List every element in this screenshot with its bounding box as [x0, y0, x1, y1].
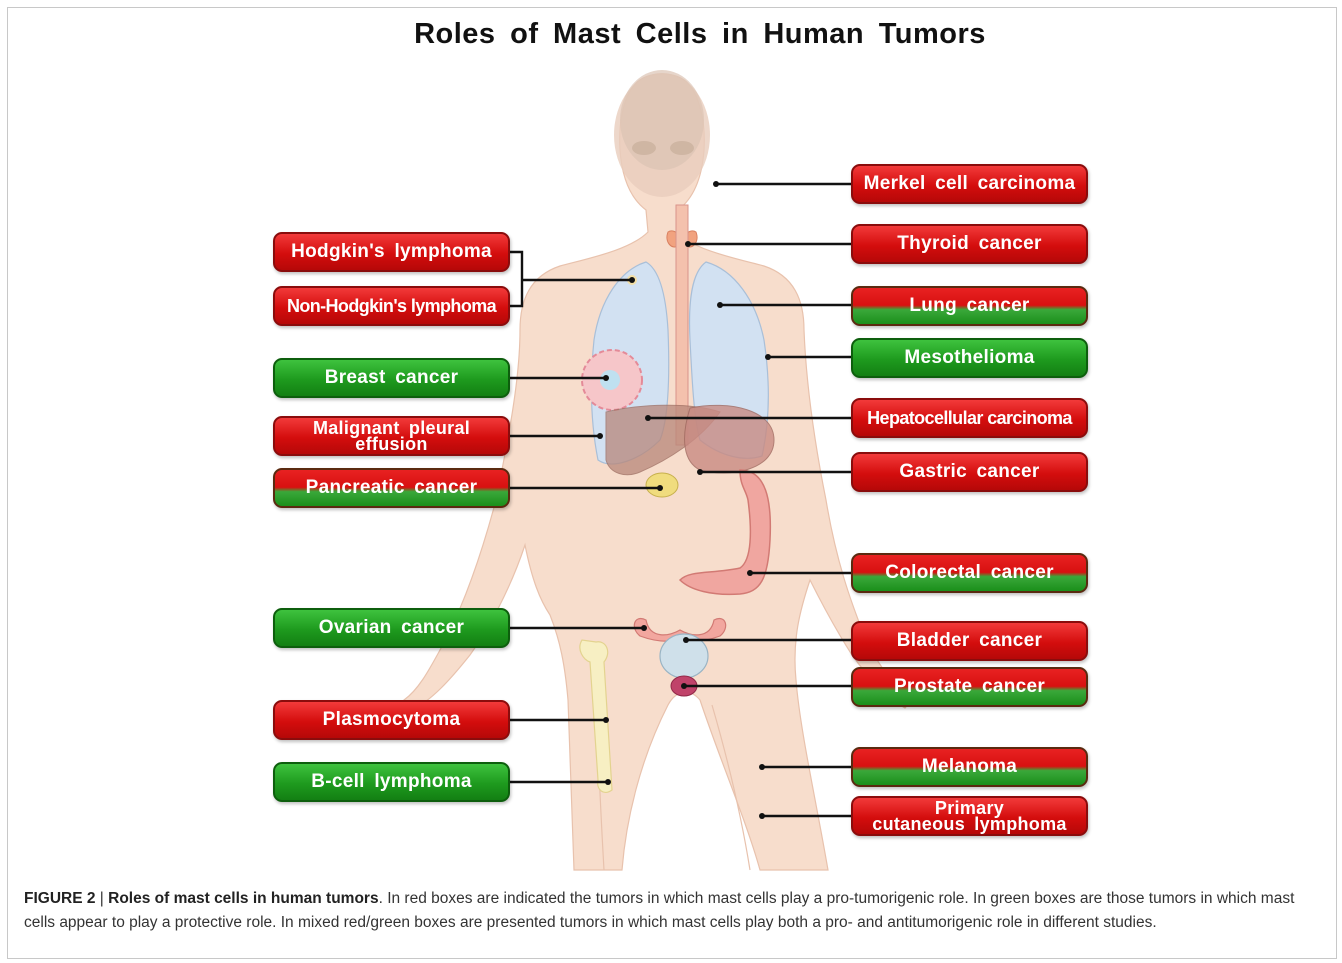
box-prostate-cancer: Prostate cancer [851, 667, 1088, 707]
box-pancreatic-cancer: Pancreatic cancer [273, 468, 510, 508]
eye-right-shade [670, 141, 694, 155]
figure-title: Roles of Mast Cells in Human Tumors [0, 18, 1342, 51]
caption-figure-label: FIGURE 2 [24, 890, 95, 907]
pancreas-organ [646, 473, 678, 497]
box-melanoma: Melanoma [851, 747, 1088, 787]
box-hepatocellular-carcinoma: Hepatocellular carcinoma [851, 398, 1088, 438]
box-breast-cancer: Breast cancer [273, 358, 510, 398]
box-malignant-pleural-effusion: Malignant pleural effusion [273, 416, 510, 456]
box-ovarian-cancer: Ovarian cancer [273, 608, 510, 648]
box-merkel-cell-carcinoma: Merkel cell carcinoma [851, 164, 1088, 204]
breast-center [600, 370, 620, 390]
anatomy-diagram [0, 0, 1342, 880]
stomach-organ [685, 405, 774, 473]
caption-separator: | [95, 890, 108, 907]
box-primary-cutaneous-lymphoma: Primary cutaneous lymphoma [851, 796, 1088, 836]
figure-caption: FIGURE 2 | Roles of mast cells in human … [24, 887, 1319, 935]
eye-left-shade [632, 141, 656, 155]
box-b-cell-lymphoma: B-cell lymphoma [273, 762, 510, 802]
box-non-hodgkins-lymphoma: Non-Hodgkin's lymphoma [273, 286, 510, 326]
box-mesothelioma: Mesothelioma [851, 338, 1088, 378]
caption-heading: Roles of mast cells in human tumors [108, 890, 378, 907]
box-plasmocytoma: Plasmocytoma [273, 700, 510, 740]
connector-lymphoma-bracket [510, 252, 522, 306]
box-lung-cancer: Lung cancer [851, 286, 1088, 326]
box-colorectal-cancer: Colorectal cancer [851, 553, 1088, 593]
box-gastric-cancer: Gastric cancer [851, 452, 1088, 492]
skull-shade [620, 70, 704, 170]
box-thyroid-cancer: Thyroid cancer [851, 224, 1088, 264]
box-hodgkins-lymphoma: Hodgkin's lymphoma [273, 232, 510, 272]
box-bladder-cancer: Bladder cancer [851, 621, 1088, 661]
